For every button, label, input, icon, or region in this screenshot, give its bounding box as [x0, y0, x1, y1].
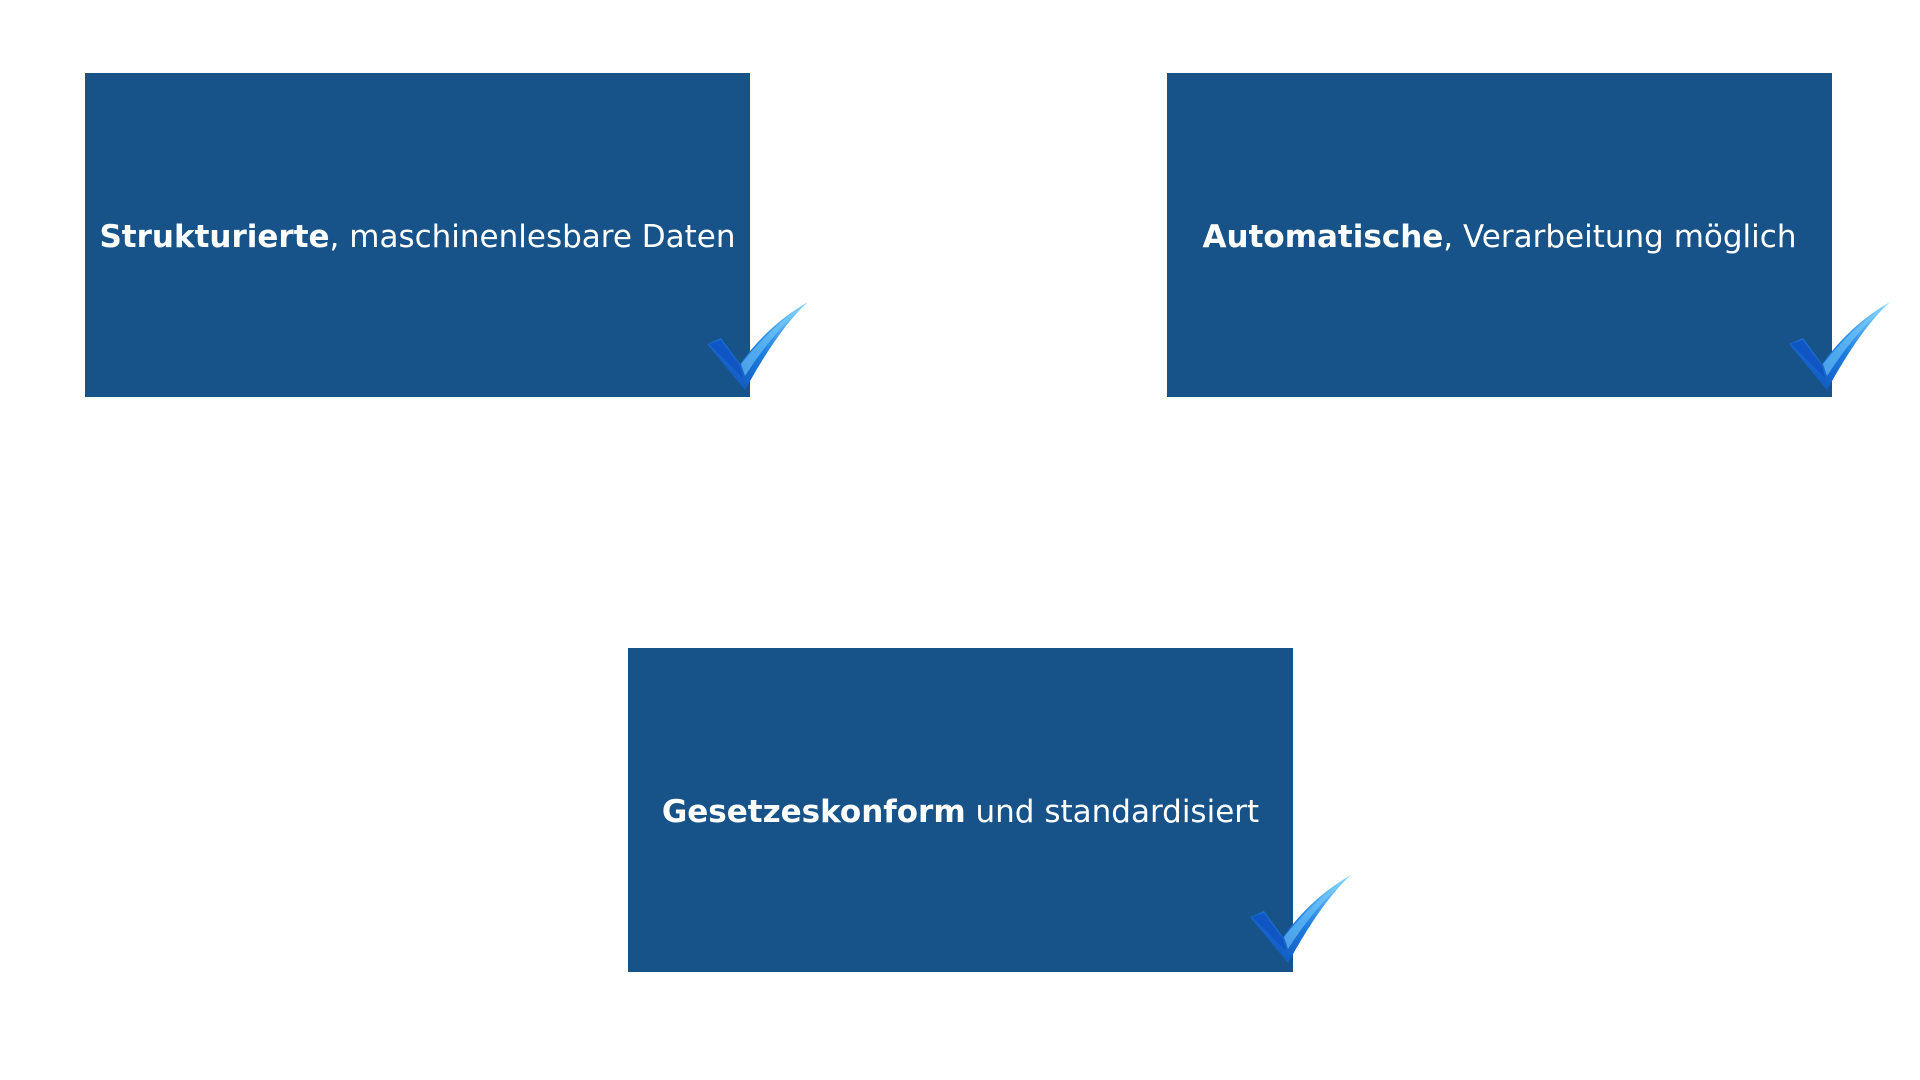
card-label-bold: Gesetzeskonform: [661, 793, 966, 830]
card-label-bold: Strukturierte: [99, 218, 330, 255]
card-label-rest: , Verarbeitung möglich: [1443, 218, 1797, 255]
card-automatic-processing: Automatische, Verarbeitung möglich: [1167, 73, 1832, 397]
card-label-rest: und standardisiert: [965, 793, 1260, 830]
card-structured-data: Strukturierte, maschinenlesbare Daten: [85, 73, 750, 397]
card-legally-compliant: Gesetzeskonform und standardisiert: [628, 648, 1293, 972]
card-label: Automatische, Verarbeitung möglich: [1203, 219, 1797, 255]
card-label: Strukturierte, maschinenlesbare Daten: [99, 219, 735, 255]
checkmark-icon: [1250, 875, 1352, 965]
card-label-rest: , maschinenlesbare Daten: [329, 218, 736, 255]
checkmark-icon: [1789, 302, 1891, 392]
card-label-bold: Automatische: [1202, 218, 1444, 255]
checkmark-icon: [707, 302, 809, 392]
card-label: Gesetzeskonform und standardisiert: [662, 794, 1259, 830]
